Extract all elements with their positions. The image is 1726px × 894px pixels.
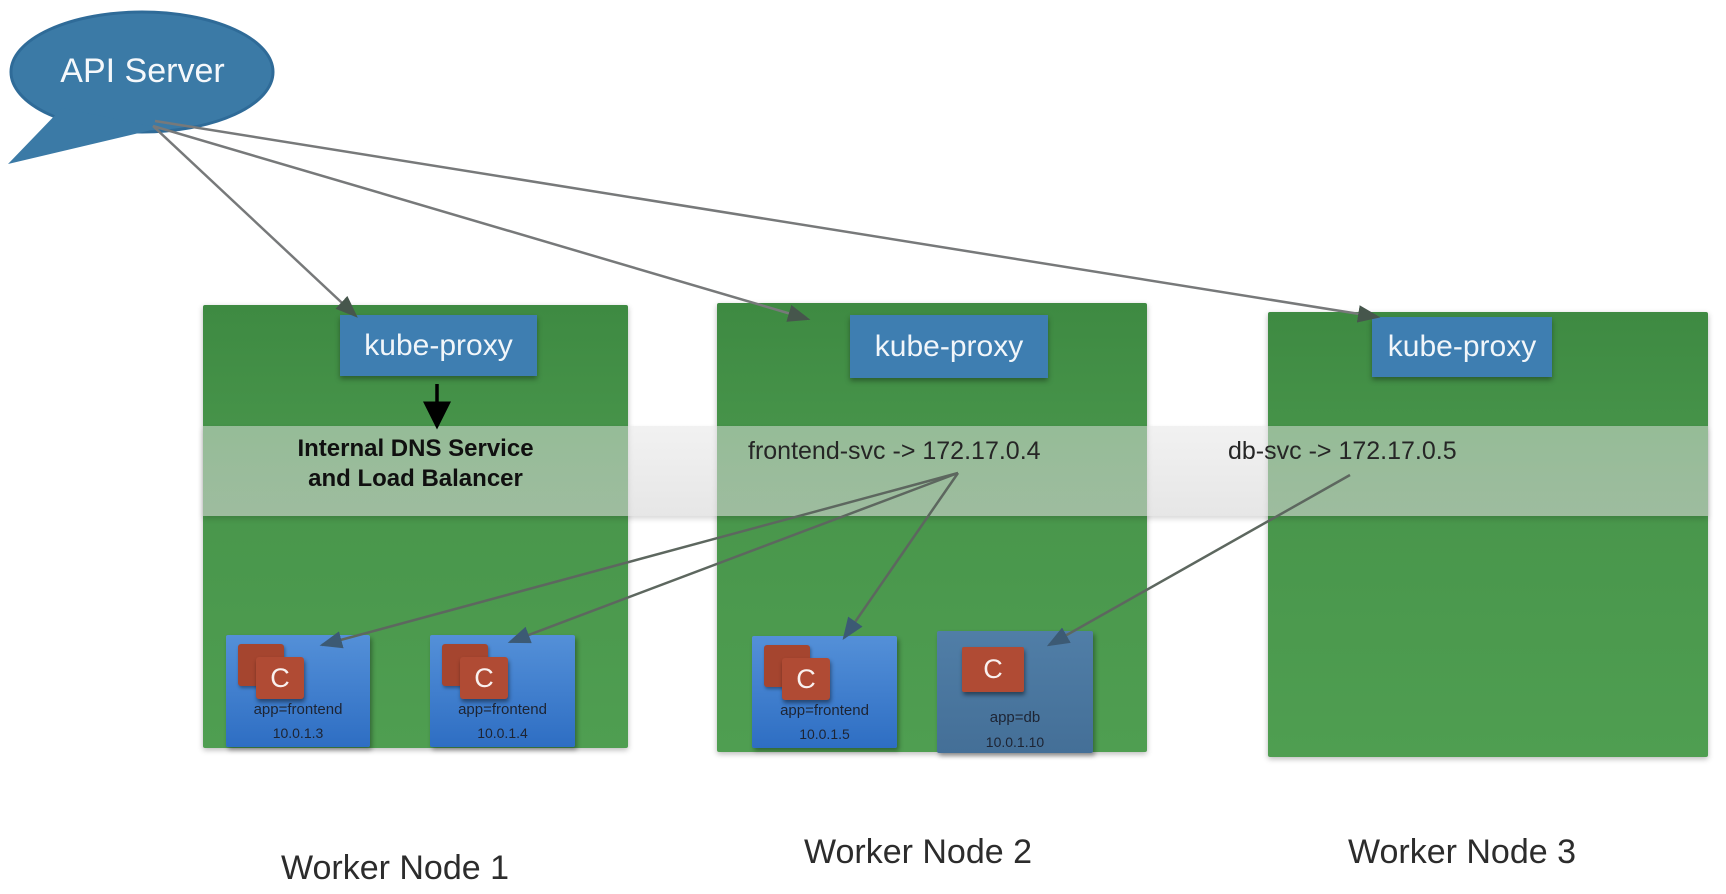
container-icon: C	[962, 647, 1024, 692]
dns-label-line2: and Load Balancer	[308, 465, 523, 492]
container-icon: C	[460, 657, 508, 699]
db-svc-mapping-label: db-svc -> 172.17.0.5	[1228, 437, 1457, 465]
pod-db-10-0-1-10: C app=db 10.0.1.10	[937, 631, 1093, 753]
internal-dns-service-label: Internal DNS Service and Load Balancer	[203, 434, 628, 494]
pod-app-label: app=frontend	[780, 702, 869, 719]
pod-app-label: app=db	[989, 709, 1041, 726]
pod-ip-label: 10.0.1.10	[985, 734, 1045, 750]
pod-ip-label: 10.0.1.5	[799, 726, 850, 742]
arrow-api-to-node3-kube-proxy	[154, 119, 1381, 323]
worker-node-2-caption: Worker Node 2	[803, 833, 1033, 871]
speech-bubble-tail	[8, 108, 160, 164]
container-icon: C	[782, 658, 830, 700]
pod-ip-label: 10.0.1.3	[272, 725, 324, 741]
container-icon: C	[256, 657, 304, 699]
pod-frontend-10-0-1-5: C app=frontend 10.0.1.5	[752, 636, 897, 748]
kube-proxy-label-node3: kube-proxy	[1372, 317, 1552, 377]
worker-node-1-caption: Worker Node 1	[280, 849, 510, 887]
kube-proxy-label-node1: kube-proxy	[340, 315, 537, 376]
worker-node-3-caption: Worker Node 3	[1347, 833, 1577, 871]
pod-frontend-10-0-1-4: C app=frontend 10.0.1.4	[430, 635, 575, 747]
frontend-svc-mapping-label: frontend-svc -> 172.17.0.4	[748, 437, 1041, 465]
dns-label-line1: Internal DNS Service	[297, 435, 534, 462]
kube-proxy-label-node2: kube-proxy	[850, 315, 1048, 378]
worker-node-3-box	[1268, 312, 1708, 757]
pod-app-label: app=frontend	[253, 701, 343, 718]
pod-ip-label: 10.0.1.4	[477, 725, 528, 741]
pod-app-label: app=frontend	[458, 701, 547, 718]
api-server-label: API Server	[60, 52, 225, 90]
pod-frontend-10-0-1-3: C app=frontend 10.0.1.3	[226, 635, 370, 747]
api-server-speech-bubble	[8, 10, 275, 164]
